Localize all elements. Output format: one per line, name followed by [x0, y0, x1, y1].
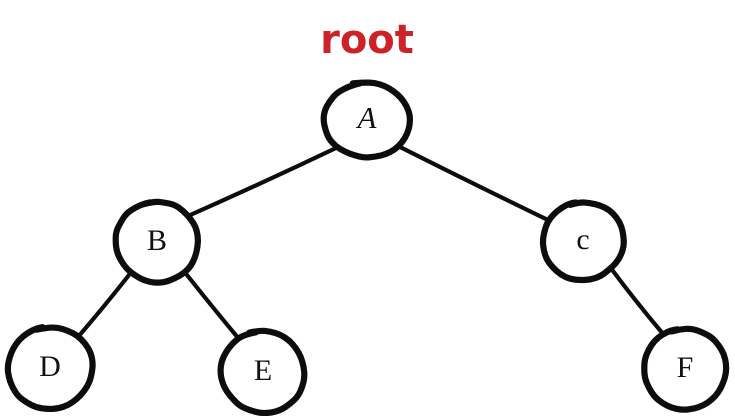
node-label-f: F — [677, 351, 694, 384]
node-label-a: A — [356, 100, 378, 135]
tree-node-d[interactable]: D — [4, 324, 96, 413]
node-label-c: c — [576, 223, 589, 256]
node-label-b: B — [147, 224, 167, 257]
edge-b-to-e — [184, 272, 242, 342]
node-circle-d — [4, 324, 96, 413]
edges-group — [75, 144, 667, 342]
tree-node-b[interactable]: B — [112, 198, 201, 286]
node-label-e: E — [254, 354, 272, 387]
edge-a-to-c — [397, 144, 551, 223]
node-circle-e — [217, 327, 308, 416]
tree-node-a[interactable]: A — [320, 79, 414, 161]
annotations-group: root — [320, 17, 414, 63]
node-circle-f — [641, 325, 730, 413]
node-circle-b — [112, 198, 201, 286]
tree-node-e[interactable]: E — [217, 327, 308, 416]
tree-node-c[interactable]: c — [539, 199, 627, 284]
edge-c-to-f — [610, 268, 667, 338]
root-label-annotation: root — [320, 17, 414, 63]
node-label-d: D — [39, 350, 61, 383]
edge-b-to-d — [75, 272, 132, 340]
tree-node-f[interactable]: F — [641, 325, 730, 413]
edge-a-to-b — [185, 145, 339, 219]
node-circle-c — [539, 199, 627, 284]
node-circle-a — [320, 79, 414, 161]
